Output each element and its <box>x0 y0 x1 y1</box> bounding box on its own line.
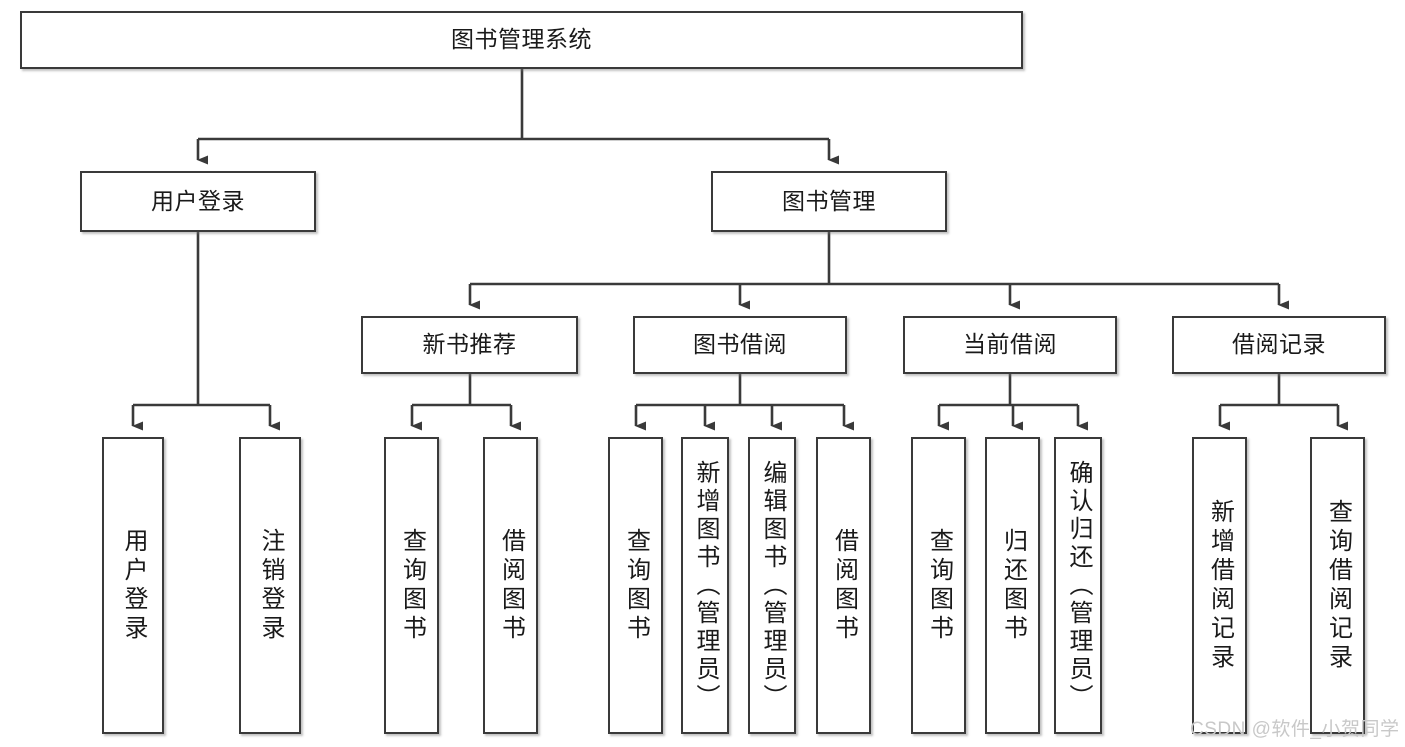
node-leaf-add-record[interactable]: 新增借阅记录 <box>1192 437 1247 734</box>
node-label: 新书推荐 <box>422 331 517 358</box>
node-current-borrow[interactable]: 当前借阅 <box>903 316 1117 374</box>
node-leaf-query-book-3[interactable]: 查询图书 <box>911 437 966 734</box>
node-new-book-rec[interactable]: 新书推荐 <box>361 316 578 374</box>
node-label: 查询借阅记录 <box>1324 498 1352 673</box>
node-label: 新增图书（管理员） <box>692 459 719 712</box>
node-book-manage[interactable]: 图书管理 <box>711 171 947 232</box>
node-leaf-edit-book[interactable]: 编辑图书（管理员） <box>748 437 796 734</box>
node-label: 编辑图书（管理员） <box>759 459 786 712</box>
node-leaf-return-book[interactable]: 归还图书 <box>985 437 1040 734</box>
connector-group <box>131 69 1348 431</box>
node-label: 借阅图书 <box>497 527 525 644</box>
node-leaf-query-record[interactable]: 查询借阅记录 <box>1310 437 1365 734</box>
csdn-watermark: CSDN @软件_小贺同学 <box>1190 719 1400 740</box>
node-leaf-add-book[interactable]: 新增图书（管理员） <box>681 437 729 734</box>
node-label: 图书管理 <box>782 187 876 214</box>
node-user-login[interactable]: 用户登录 <box>80 171 316 232</box>
node-label: 查询图书 <box>925 527 953 644</box>
node-label: 新增借阅记录 <box>1206 498 1234 673</box>
node-label: 查询图书 <box>398 527 426 644</box>
node-leaf-query-book-1[interactable]: 查询图书 <box>384 437 439 734</box>
node-root[interactable]: 图书管理系统 <box>20 11 1023 69</box>
node-label: 图书管理系统 <box>451 26 592 53</box>
node-leaf-borrow-book-1[interactable]: 借阅图书 <box>483 437 538 734</box>
node-leaf-query-book-2[interactable]: 查询图书 <box>608 437 663 734</box>
node-leaf-user-login[interactable]: 用户登录 <box>102 437 164 734</box>
node-label: 图书借阅 <box>693 331 787 358</box>
node-label: 借阅图书 <box>830 527 858 644</box>
node-label: 用户登录 <box>151 187 245 214</box>
node-label: 当前借阅 <box>963 331 1057 358</box>
node-label: 注销登录 <box>257 527 284 644</box>
node-label: 归还图书 <box>999 527 1027 644</box>
node-leaf-logout[interactable]: 注销登录 <box>239 437 301 734</box>
node-label: 借阅记录 <box>1232 331 1326 358</box>
node-label: 确认归还（管理员） <box>1065 459 1092 712</box>
node-leaf-confirm-return[interactable]: 确认归还（管理员） <box>1054 437 1102 734</box>
node-leaf-borrow-book-2[interactable]: 借阅图书 <box>816 437 871 734</box>
node-label: 查询图书 <box>622 527 650 644</box>
node-borrow-record[interactable]: 借阅记录 <box>1172 316 1386 374</box>
node-label: 用户登录 <box>120 527 147 644</box>
node-book-borrow[interactable]: 图书借阅 <box>633 316 847 374</box>
